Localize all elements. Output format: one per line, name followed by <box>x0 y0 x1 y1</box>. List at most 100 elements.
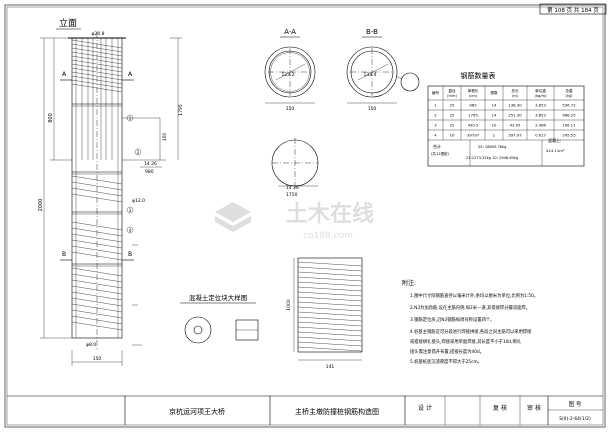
dim-1795: 1795 <box>178 104 184 116</box>
spiral-hatch-line <box>297 346 363 352</box>
table-summary-line: 22:1273.32kg 10: 2946.60kg <box>466 156 518 160</box>
approve-label: 审 核 <box>527 404 541 412</box>
table-cell: 25 <box>450 113 455 118</box>
table-header-cell: (cm) <box>469 94 478 98</box>
bar-callout <box>126 206 134 214</box>
elevation-title: 立面 <box>59 17 77 29</box>
table-cell: 1 <box>493 133 496 138</box>
spiral-hatch-line <box>297 331 363 337</box>
block-inner-circle <box>193 325 203 335</box>
spiral-detail-height: 1000 <box>286 299 292 311</box>
table-cell: 10 <box>450 133 455 138</box>
page-number-box <box>539 3 607 15</box>
spiral-hatch-line <box>297 261 363 267</box>
section-marker-a: A <box>128 71 133 78</box>
bar-callout <box>134 148 142 156</box>
spiral-hatch-top <box>71 39 123 93</box>
table-header-cell: (kg/m) <box>535 94 547 98</box>
table-frame <box>427 85 585 167</box>
table-summary-label: 合计 <box>433 143 441 149</box>
figno-label: 图 号 <box>569 400 582 408</box>
spiral-hatch-line <box>297 281 363 287</box>
spiral-hatch-line <box>297 276 363 282</box>
top-dia-label: φ20.8 <box>92 31 105 37</box>
note-item: 4.桩基主钢筋宜可分段进行焊接拼接,各段之间主筋可以采用焊接 <box>410 328 532 335</box>
spiral-detail-frame <box>297 257 363 353</box>
section-bb-detail-circle <box>400 72 420 92</box>
notes-title: 附注: <box>402 279 416 287</box>
table-header-cell: (m) <box>512 94 519 98</box>
spiral-circle-view: 14 26 1750 <box>271 138 319 198</box>
spiral-hatch-line <box>297 291 363 297</box>
section-bb-title: B-B <box>366 28 378 36</box>
section-aa-outer <box>264 46 316 98</box>
table-cell: 39797 <box>467 133 480 138</box>
dim-100: 100 <box>162 133 168 142</box>
section-bb-dim <box>357 63 389 81</box>
section-marker-b: B <box>62 251 66 258</box>
table-title: 钢筋数量表 <box>461 71 496 80</box>
block-detail-title: 混凝土定位块大样图 <box>189 293 248 302</box>
section-aa-width: 150 <box>286 106 295 112</box>
bar-callout <box>126 226 134 234</box>
bottom-width-label: 150 <box>93 356 102 362</box>
table-cell: 430.5 <box>468 123 479 128</box>
elevation-view: 立面 <box>38 17 184 366</box>
table-cell: 22 <box>450 123 455 128</box>
section-a-a: A-A 123.2 150 <box>264 28 316 112</box>
table-cell: 397.97 <box>508 133 522 138</box>
note-item: 或搭接绑扎接头,焊接采用单面焊接,其长度不小于10d,绑扎 <box>410 338 522 345</box>
section-marker-a: A <box>62 71 67 78</box>
upper-longitudinal-bars <box>81 38 113 160</box>
spiral-detail-hatch <box>297 261 363 352</box>
spiral-hatch-line <box>297 341 363 347</box>
table-cell: 245.55 <box>562 133 576 138</box>
inner-border <box>6 6 604 426</box>
table-cell: 106.11 <box>562 123 576 128</box>
spiral-hatch-line <box>297 316 363 322</box>
table-cell: 43.05 <box>510 123 521 128</box>
section-b-b: B-B 133.4 150 <box>346 28 420 112</box>
table-cell: 25 <box>450 103 455 108</box>
table-cell: 3 <box>434 123 437 128</box>
table-concrete-value: 424.11m³ <box>546 148 565 153</box>
spiral-hatch-line <box>297 271 363 277</box>
table-cell: 1795 <box>468 113 478 118</box>
review-label: 复 核 <box>493 404 507 412</box>
title-block: 京杭运河项王大桥 主桥主墩防撞桩钢筋构造图 设 计 复 核 审 核 图 号 S(… <box>7 395 603 425</box>
watermark: 土木在线 co188.com <box>215 201 374 241</box>
bottom-dia-label: φ8.0 <box>86 342 96 348</box>
table-header-cell: (mm) <box>447 94 457 98</box>
drawing-name: 主桥主墩防撞桩钢筋构造图 <box>295 407 379 416</box>
table-cell: 3.853 <box>535 103 546 108</box>
stiffener-rings <box>72 103 122 267</box>
spiral-hatch-line <box>297 286 363 292</box>
figno-value: S(II)-2-64(1/2) <box>559 416 591 422</box>
note-item: 2.N3为加劲筋,设在主筋内侧,每2米一道,其搭接焊分瓣双面焊。 <box>410 304 530 311</box>
table-cell: 251.30 <box>508 113 522 118</box>
spiral-detail: 141 1000 <box>286 257 363 370</box>
section-bb-width: 150 <box>368 106 377 112</box>
table-concrete-label: 混凝土: <box>548 137 561 143</box>
elevation-mid-label: 14 26 <box>144 161 157 167</box>
spiral-hatch-mid <box>71 175 123 261</box>
spiral-hatch-line <box>297 311 363 317</box>
note-item: 3.钢筋定位块,沿N3钢筋每周对称设置四个。 <box>410 316 494 323</box>
bar-number: 2 <box>137 150 140 155</box>
page-number: 第 108 页 共 184 页 <box>547 6 599 14</box>
table-header-cell: 根数 <box>490 90 498 95</box>
note-item: 1.图中尺寸除钢筋直径以毫米计外,余均以厘米为单位,比例为1:50。 <box>410 292 538 299</box>
table-cell: 138.30 <box>508 103 522 108</box>
section-bb-detail-leader <box>395 75 403 80</box>
table-cell: 14 <box>492 103 497 108</box>
block-outer-circle <box>184 316 212 344</box>
block-detail: 混凝土定位块大样图 <box>180 293 259 344</box>
spiral-hatch-line <box>297 321 363 327</box>
table-header-cell: 直径 <box>448 88 456 93</box>
dim-total: 2000 <box>38 199 44 212</box>
watermark-logo-icon <box>215 202 251 232</box>
spiral-hatch-line <box>297 306 363 312</box>
dim-upper: 800 <box>48 113 54 123</box>
table-summary-line: 25: 18609.76kg <box>478 145 506 149</box>
pile-dia-label: φ12.0 <box>132 198 145 204</box>
